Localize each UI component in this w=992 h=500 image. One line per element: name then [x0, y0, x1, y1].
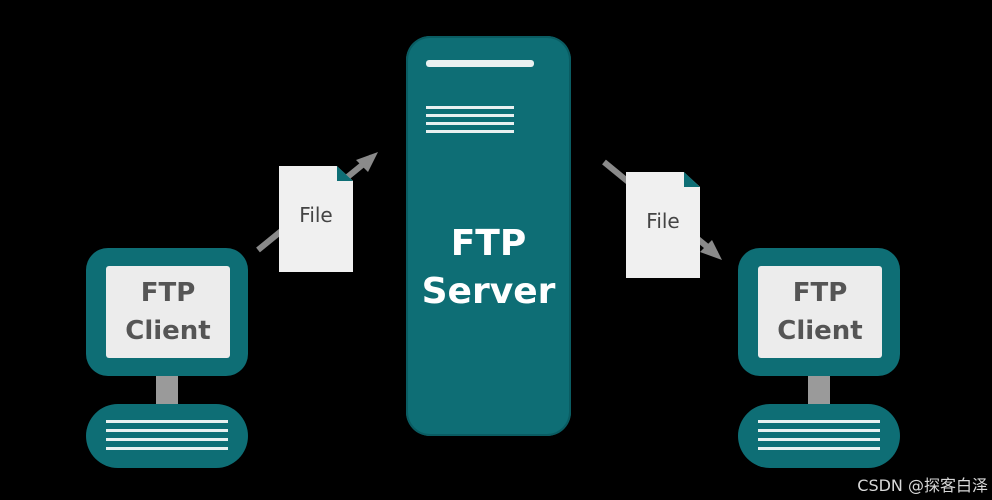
server-label-line2: Server: [421, 271, 556, 312]
ftp-client-left: FTP Client: [86, 248, 248, 472]
screen-left: FTP Client: [106, 266, 230, 358]
ftp-server: FTP Server: [406, 36, 571, 436]
client-left-line1: FTP: [140, 278, 196, 308]
monitor-right: FTP Client: [738, 248, 900, 376]
server-vents: [426, 106, 514, 138]
file-label-left: File: [299, 203, 333, 227]
stand-right: [808, 376, 830, 404]
stand-left: [156, 376, 178, 404]
keyboard-left: [86, 404, 248, 468]
client-left-line2: Client: [125, 316, 211, 346]
watermark: CSDN @探客白泽: [857, 476, 988, 495]
file-document-right: File: [626, 172, 700, 278]
server-label-line1: FTP: [450, 223, 527, 264]
file-label-right: File: [646, 209, 680, 233]
server-top-bar: [426, 60, 534, 67]
client-right-line2: Client: [777, 316, 863, 346]
client-right-line1: FTP: [792, 278, 848, 308]
keyboard-right: [738, 404, 900, 468]
monitor-left: FTP Client: [86, 248, 248, 376]
screen-right: FTP Client: [758, 266, 882, 358]
file-document-left: File: [279, 166, 353, 272]
ftp-client-right: FTP Client: [738, 248, 900, 472]
